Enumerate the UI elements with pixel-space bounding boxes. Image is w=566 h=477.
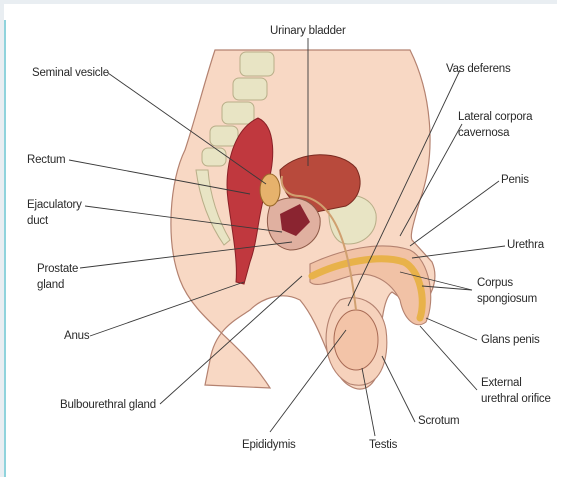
label-anus: Anus — [64, 329, 89, 344]
label-scrotum: Scrotum — [418, 414, 459, 429]
label-testis: Testis — [369, 438, 397, 453]
label-prostate-gland-line2: gland — [37, 278, 64, 293]
label-prostate-gland-line1: Prostate — [37, 262, 78, 277]
testis-organ — [334, 310, 378, 370]
label-lateral-corpora-cavernosa-line2: cavernosa — [458, 126, 509, 141]
label-external-urethral-orifice-line2: urethral orifice — [481, 392, 551, 407]
label-ejaculatory-duct-line2: duct — [27, 214, 48, 229]
seminal-vesicle-organ — [260, 174, 280, 206]
label-glans-penis: Glans penis — [481, 333, 540, 348]
label-lateral-corpora-cavernosa-line1: Lateral corpora — [458, 110, 532, 125]
label-corpus-spongiosum-line1: Corpus — [477, 276, 513, 291]
label-bulbourethral-gland: Bulbourethral gland — [60, 398, 156, 413]
label-corpus-spongiosum-line2: spongiosum — [477, 292, 537, 307]
label-rectum: Rectum — [27, 153, 65, 168]
label-seminal-vesicle: Seminal vesicle — [32, 66, 109, 81]
label-ejaculatory-duct-line1: Ejaculatory — [27, 198, 82, 213]
label-urethra: Urethra — [507, 238, 544, 253]
label-penis: Penis — [501, 173, 529, 188]
label-vas-deferens: Vas deferens — [446, 62, 511, 77]
label-epididymis: Epididymis — [242, 438, 296, 453]
label-external-urethral-orifice-line1: External — [481, 376, 522, 391]
label-urinary-bladder: Urinary bladder — [270, 24, 346, 39]
